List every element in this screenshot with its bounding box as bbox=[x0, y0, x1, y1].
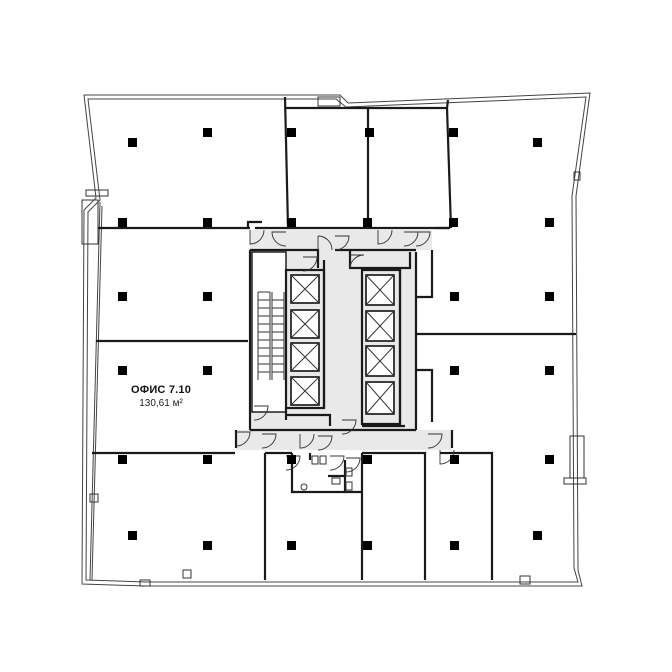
column bbox=[287, 218, 296, 227]
elevator-shafts bbox=[290, 274, 395, 415]
column bbox=[533, 138, 542, 147]
facade-outline bbox=[81, 92, 591, 587]
column bbox=[363, 541, 372, 550]
column bbox=[450, 292, 459, 301]
elevator-shaft bbox=[290, 274, 320, 304]
column bbox=[545, 455, 554, 464]
column bbox=[449, 218, 458, 227]
column bbox=[287, 128, 296, 137]
column bbox=[128, 531, 137, 540]
office-title: ОФИС 7.10 bbox=[130, 384, 192, 396]
column bbox=[287, 541, 296, 550]
column bbox=[118, 292, 127, 301]
elevator-shaft bbox=[365, 274, 395, 306]
column bbox=[363, 455, 372, 464]
column bbox=[363, 218, 372, 227]
column bbox=[203, 292, 212, 301]
column bbox=[287, 455, 296, 464]
column bbox=[118, 218, 127, 227]
office-area: 130,61 м² bbox=[139, 398, 183, 409]
elevator-shaft bbox=[365, 345, 395, 377]
column bbox=[118, 455, 127, 464]
column bbox=[545, 292, 554, 301]
column bbox=[203, 366, 212, 375]
column bbox=[203, 128, 212, 137]
column bbox=[545, 366, 554, 375]
elevator-shaft bbox=[290, 342, 320, 372]
elevator-shaft bbox=[290, 309, 320, 339]
elevator-shaft bbox=[290, 376, 320, 406]
column bbox=[365, 128, 374, 137]
column bbox=[450, 366, 459, 375]
column bbox=[203, 541, 212, 550]
core bbox=[234, 230, 454, 450]
office-walls bbox=[92, 96, 576, 580]
column bbox=[450, 541, 459, 550]
elevator-shaft bbox=[365, 310, 395, 342]
column bbox=[533, 531, 542, 540]
column bbox=[118, 366, 127, 375]
column bbox=[545, 218, 554, 227]
doors bbox=[235, 229, 455, 473]
column bbox=[203, 218, 212, 227]
column bbox=[203, 455, 212, 464]
column bbox=[449, 128, 458, 137]
elevator-shaft bbox=[365, 381, 395, 415]
columns bbox=[118, 128, 554, 550]
wc-fixtures bbox=[300, 455, 353, 491]
column bbox=[450, 455, 459, 464]
facade-details bbox=[81, 96, 587, 587]
column bbox=[128, 138, 137, 147]
